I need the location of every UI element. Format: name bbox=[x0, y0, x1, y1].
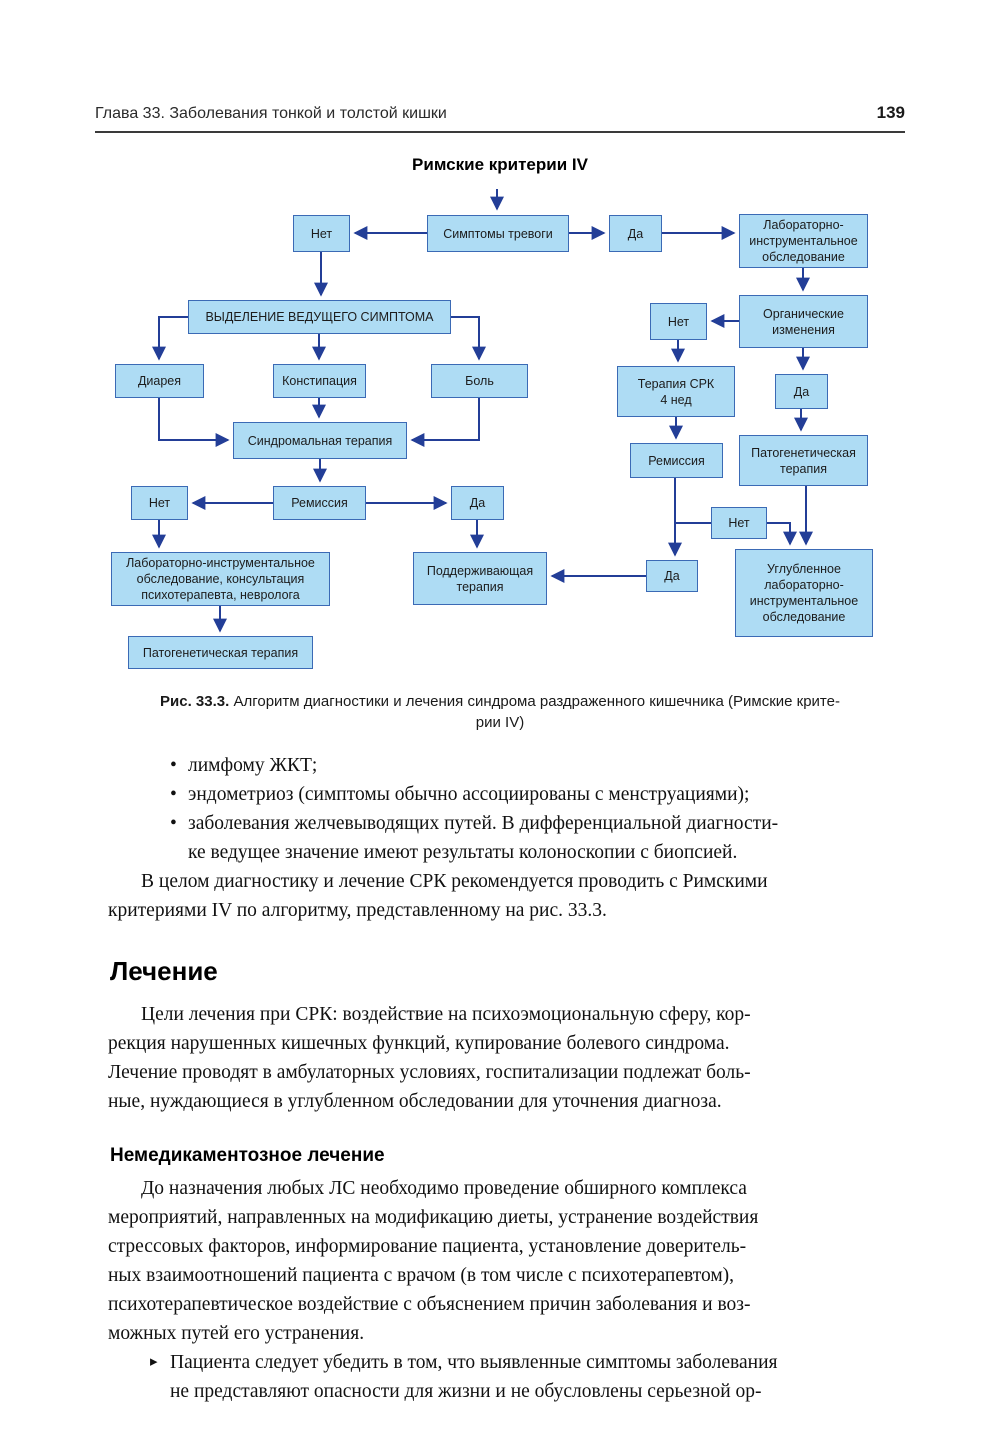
page-number: 139 bbox=[876, 103, 905, 122]
flow-node-uglublennoe-obsledovanie: Углубленное лабораторно- инструментально… bbox=[735, 549, 873, 637]
flow-node-konstipatsiya: Констипация bbox=[273, 364, 366, 398]
list-item-text: лимфому ЖКТ; bbox=[188, 755, 318, 776]
arrow-list-item: ▸ Пациента следует убедить в том, что вы… bbox=[108, 1348, 905, 1406]
flow-node-patogeneticheskaya-right: Патогенетическая терапия bbox=[739, 435, 868, 486]
list-item-text: заболевания желчевыводящих путей. В дифф… bbox=[188, 813, 779, 863]
subsection-paragraph: До назначения любых ЛС необходимо провед… bbox=[108, 1178, 759, 1345]
chapter-title: Глава 33. Заболевания тонкой и толстой к… bbox=[95, 105, 447, 122]
flow-node-terapiya-srk: Терапия СРК 4 нед bbox=[617, 366, 735, 417]
paragraph-intro: В целом диагностику и лечение СРК рекоме… bbox=[108, 871, 768, 921]
flow-node-net-branch: Нет bbox=[711, 507, 767, 539]
triangle-bullet-icon: ▸ bbox=[150, 1354, 158, 1371]
list-item: • эндометриоз (симптомы обычно ассоцииро… bbox=[108, 780, 905, 809]
bullet-icon: • bbox=[170, 813, 177, 834]
flow-node-bol: Боль bbox=[431, 364, 528, 398]
flow-node-podderzhivayushchaya: Поддерживающая терапия bbox=[413, 552, 547, 605]
body-text: • лимфому ЖКТ; • эндометриоз (симптомы о… bbox=[108, 751, 905, 1406]
flow-node-remissiya-left: Ремиссия bbox=[273, 486, 366, 520]
flow-node-net-top: Нет bbox=[293, 215, 350, 252]
bullet-icon: • bbox=[170, 755, 177, 776]
flow-node-da-bottom: Да bbox=[646, 560, 698, 592]
flow-node-organicheskie-izmeneniya: Органические изменения bbox=[739, 295, 868, 348]
arrow-list-item-text: Пациента следует убедить в том, что выяв… bbox=[170, 1352, 778, 1403]
running-head: Глава 33. Заболевания тонкой и толстой к… bbox=[95, 103, 905, 133]
flow-node-da-organ: Да bbox=[775, 374, 828, 409]
flow-node-da-top: Да bbox=[609, 215, 662, 252]
figure-caption: Рис. 33.3. Алгоритм диагностики и лечени… bbox=[95, 691, 905, 733]
list-item: • лимфому ЖКТ; bbox=[108, 751, 905, 780]
figure-title: Римские критерии IV bbox=[412, 155, 588, 174]
figure-caption-label: Рис. 33.3. bbox=[160, 693, 230, 710]
flow-node-remissiya-right: Ремиссия bbox=[630, 443, 723, 478]
flow-node-lab-obsledovanie: Лабораторно- инструментальное обследован… bbox=[739, 214, 868, 268]
flow-node-lab-konsultatsiya: Лабораторно-инструментальное обследовани… bbox=[111, 552, 330, 606]
figure-caption-text: Алгоритм диагностики и лечения синдрома … bbox=[233, 693, 840, 731]
section-paragraph: Цели лечения при СРК: воздействие на пси… bbox=[108, 1003, 751, 1112]
flow-arrows bbox=[152, 189, 813, 633]
bullet-icon: • bbox=[170, 784, 177, 805]
flow-node-net-remission: Нет bbox=[131, 486, 188, 520]
subsection-heading: Немедикаментозное лечение bbox=[110, 1144, 385, 1166]
flow-node-patogeneticheskaya-bottom: Патогенетическая терапия bbox=[128, 636, 313, 669]
flow-node-net-organ: Нет bbox=[650, 303, 707, 340]
list-item-text: эндометриоз (симптомы обычно ассоциирова… bbox=[188, 784, 750, 805]
flow-node-simptomy-trevogi: Симптомы тревоги bbox=[427, 215, 569, 252]
flow-node-sindromalnaya-terapiya: Синдромальная терапия bbox=[233, 422, 407, 459]
flow-node-da-remission: Да bbox=[451, 486, 504, 520]
flow-node-diareya: Диарея bbox=[115, 364, 204, 398]
flow-node-vydelenie-simptoma: ВЫДЕЛЕНИЕ ВЕДУЩЕГО СИМПТОМА bbox=[188, 300, 451, 334]
list-item: • заболевания желчевыводящих путей. В ди… bbox=[108, 809, 905, 867]
figure-flowchart: Римские критерии IV Нет Симптомы тревоги… bbox=[95, 149, 905, 681]
section-heading: Лечение bbox=[110, 956, 218, 986]
